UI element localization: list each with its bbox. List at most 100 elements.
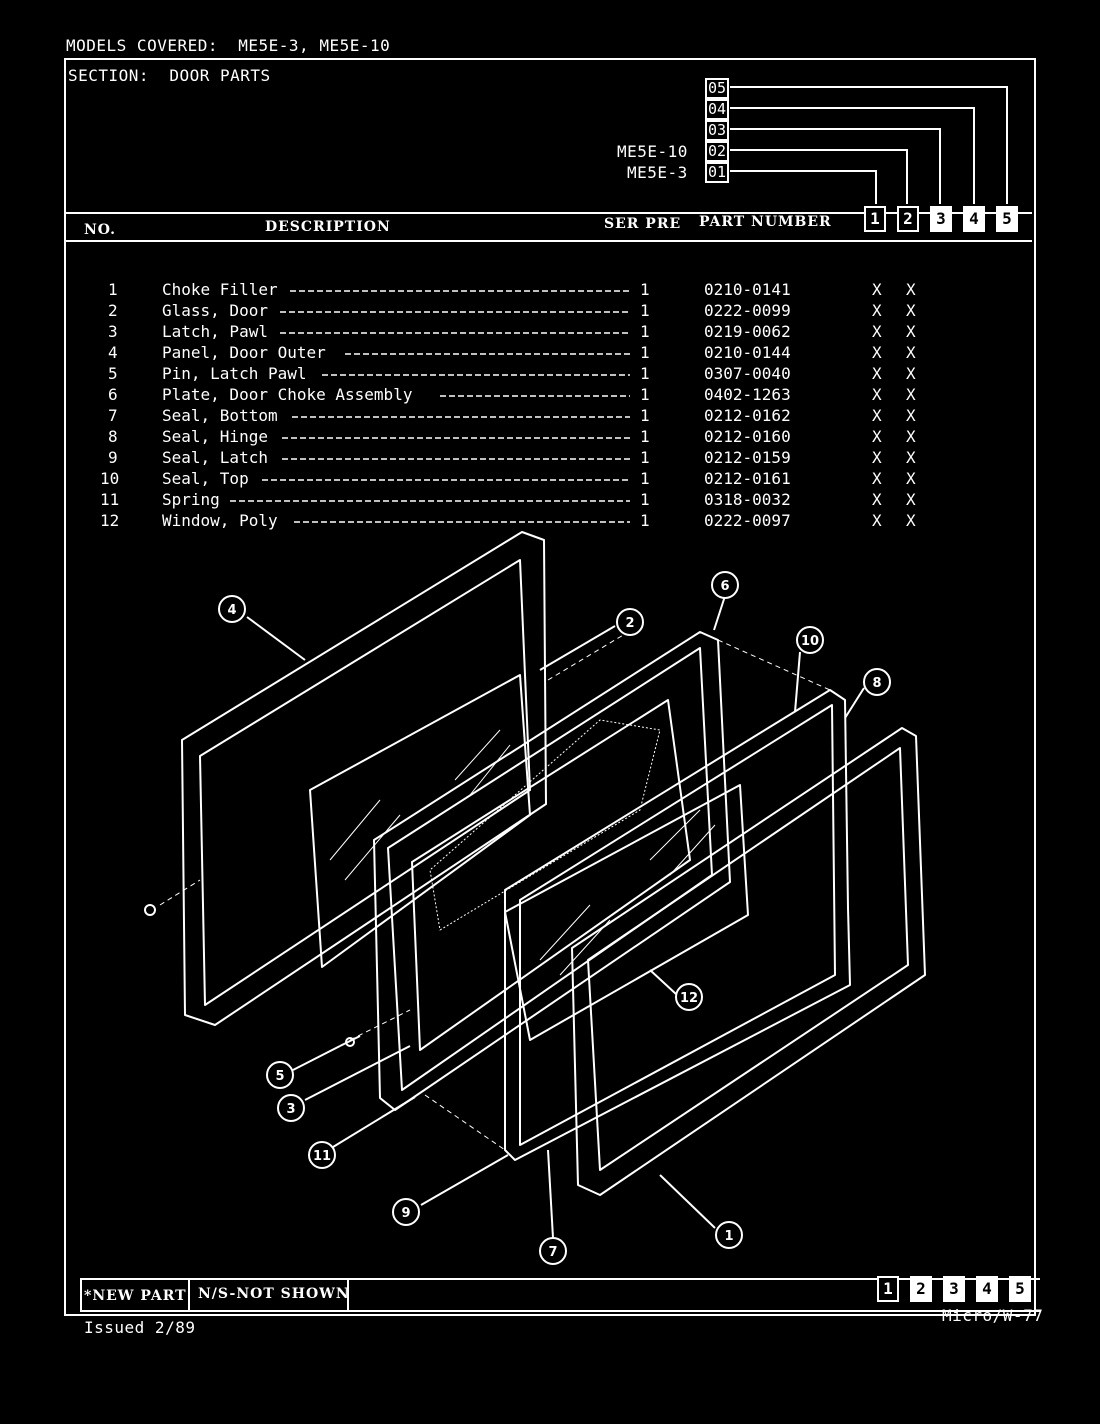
row-model-1-mark: X — [872, 406, 882, 425]
footer-divider — [80, 1278, 82, 1312]
version-label-01: ME5E-3 — [627, 163, 688, 182]
page-id: Micro/W-77 — [942, 1306, 1044, 1325]
version-label-02: ME5E-10 — [617, 142, 688, 161]
callout-3-label: 3 — [286, 1102, 295, 1117]
version-box-04: 04 — [705, 99, 729, 120]
row-model-2-mark: X — [906, 301, 916, 320]
row-model-1-mark: X — [872, 301, 882, 320]
callout-12 — [675, 983, 703, 1011]
row-model-2-mark: X — [906, 448, 916, 467]
row-description: Seal, Latch — [162, 448, 268, 467]
row-model-2-mark: X — [906, 364, 916, 383]
row-part-number: 0222-0099 — [704, 301, 791, 320]
callout-6-label: 6 — [720, 579, 729, 594]
leader-lines — [230, 290, 630, 523]
row-qty: 1 — [640, 406, 650, 425]
row-part-number: 0210-0141 — [704, 280, 791, 299]
footer-rule-top — [80, 1278, 1040, 1280]
callout-4-label: 4 — [227, 603, 236, 618]
model-column-1: 1 — [864, 206, 886, 232]
row-part-number: 0212-0159 — [704, 448, 791, 467]
model-column-4: 4 — [963, 206, 985, 232]
callout-3 — [277, 1094, 305, 1122]
row-model-1-mark: X — [872, 322, 882, 341]
issued-date: Issued 2/89 — [84, 1318, 196, 1337]
row-model-1-mark: X — [872, 511, 882, 530]
callout-5 — [266, 1061, 294, 1089]
row-description: Choke Filler — [162, 280, 278, 299]
row-qty: 1 — [640, 385, 650, 404]
callout-9 — [392, 1198, 420, 1226]
row-model-2-mark: X — [906, 280, 916, 299]
callout-2 — [616, 608, 644, 636]
col-header-description: DESCRIPTION — [265, 219, 391, 235]
table-header-rule-bottom — [66, 240, 1032, 242]
callout-11-label: 11 — [313, 1149, 331, 1164]
row-no: 6 — [108, 385, 118, 404]
footer-new-part: *NEW PART — [84, 1288, 187, 1304]
row-description: Spring — [162, 490, 220, 509]
version-box-03: 03 — [705, 120, 729, 141]
row-qty: 1 — [640, 322, 650, 341]
row-part-number: 0212-0160 — [704, 427, 791, 446]
callout-7-label: 7 — [548, 1245, 557, 1260]
callout-7 — [539, 1237, 567, 1265]
row-description: Pin, Latch Pawl — [162, 364, 307, 383]
footer-model-column-4: 4 — [976, 1276, 998, 1302]
row-qty: 1 — [640, 343, 650, 362]
callout-2-label: 2 — [625, 616, 634, 631]
footer-model-column-5: 5 — [1009, 1276, 1031, 1302]
callout-5-label: 5 — [275, 1069, 284, 1084]
row-model-2-mark: X — [906, 322, 916, 341]
row-model-2-mark: X — [906, 406, 916, 425]
callout-6 — [711, 571, 739, 599]
callout-4 — [218, 595, 246, 623]
row-model-2-mark: X — [906, 385, 916, 404]
row-description: Latch, Pawl — [162, 322, 268, 341]
outer-door-panel — [181, 531, 547, 1026]
footer-not-shown: N/S-NOT SHOWN — [198, 1286, 350, 1302]
version-box-01: 01 — [705, 162, 729, 183]
row-description: Seal, Top — [162, 469, 249, 488]
row-qty: 1 — [640, 301, 650, 320]
callout-8-label: 8 — [872, 676, 881, 691]
row-no: 11 — [100, 490, 120, 509]
row-model-1-mark: X — [872, 280, 882, 299]
row-model-1-mark: X — [872, 469, 882, 488]
row-description: Seal, Bottom — [162, 406, 278, 425]
row-qty: 1 — [640, 490, 650, 509]
callout-9-label: 9 — [401, 1206, 410, 1221]
row-model-1-mark: X — [872, 427, 882, 446]
door-glass — [309, 674, 531, 968]
model-column-3: 3 — [930, 206, 952, 232]
poly-window — [504, 784, 749, 1041]
door-choke-plate — [373, 631, 731, 1111]
callout-10 — [796, 626, 824, 654]
row-model-2-mark: X — [906, 469, 916, 488]
footer-divider — [347, 1278, 349, 1312]
row-description: Panel, Door Outer — [162, 343, 326, 362]
row-qty: 1 — [640, 427, 650, 446]
callout-1-label: 1 — [724, 1229, 733, 1244]
row-no: 10 — [100, 469, 120, 488]
model-column-2: 2 — [897, 206, 919, 232]
col-header-part-number: PART NUMBER — [699, 214, 832, 230]
row-part-number: 0402-1263 — [704, 385, 791, 404]
row-description: Seal, Hinge — [162, 427, 268, 446]
version-box-02: 02 — [705, 141, 729, 162]
row-qty: 1 — [640, 280, 650, 299]
row-part-number: 0212-0161 — [704, 469, 791, 488]
row-no: 2 — [108, 301, 118, 320]
row-model-1-mark: X — [872, 448, 882, 467]
row-no: 5 — [108, 364, 118, 383]
footer-model-column-3: 3 — [943, 1276, 965, 1302]
row-description: Plate, Door Choke Assembly — [162, 385, 413, 404]
row-no: 12 — [100, 511, 120, 530]
parts-list: 1 Choke Filler 1 0210-0141 X X 2 Glass, … — [0, 280, 1100, 540]
row-description: Glass, Door — [162, 301, 268, 320]
row-no: 7 — [108, 406, 118, 425]
row-model-2-mark: X — [906, 511, 916, 530]
footer-rule-bottom — [80, 1310, 1040, 1312]
row-part-number: 0307-0040 — [704, 364, 791, 383]
models-covered: MODELS COVERED: ME5E-3, ME5E-10 — [66, 36, 391, 55]
